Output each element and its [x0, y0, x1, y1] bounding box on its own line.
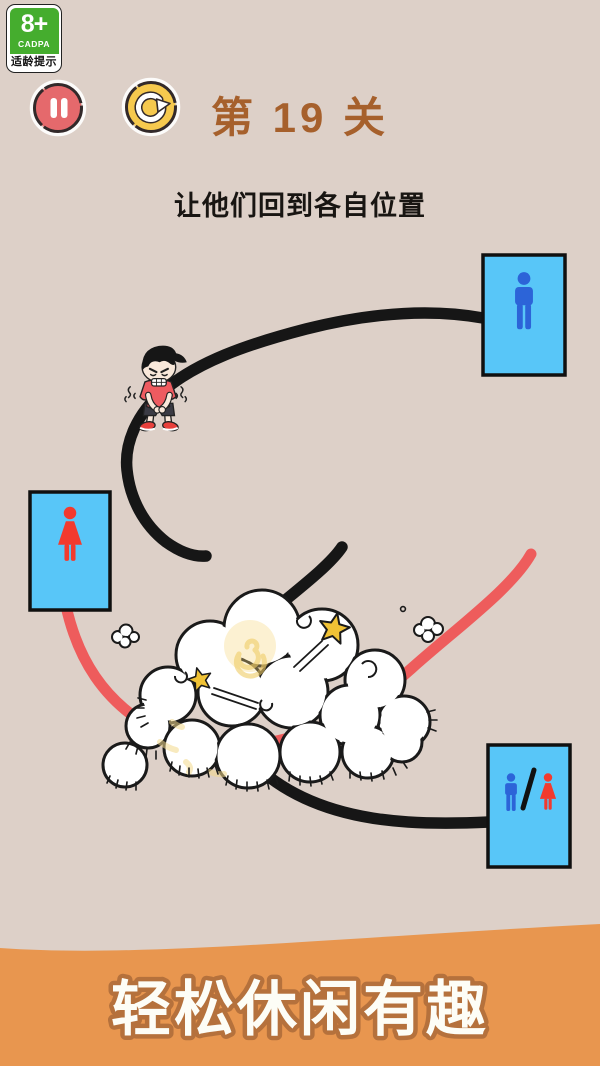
drawn-line-black-bottom	[246, 756, 495, 829]
age-rating-badge: 8+ CADPA 适龄提示	[6, 4, 62, 73]
drawn-line-red	[60, 548, 537, 752]
level-title: 第 19 关	[210, 94, 390, 141]
womens-room-sign	[28, 490, 112, 612]
male-female-icon	[505, 767, 557, 811]
topbar	[29, 77, 181, 137]
slogan-text: 轻松休闲有趣	[111, 976, 489, 1043]
age-rating-org: CADPA	[17, 39, 51, 50]
drawn-line-black-short	[277, 541, 348, 608]
dust-puff-right	[399, 605, 444, 643]
age-rating-green-panel: 8+ CADPA	[9, 7, 59, 54]
pause-button[interactable]	[29, 79, 87, 137]
shared-room-sign	[486, 743, 572, 869]
banner-background	[0, 924, 600, 1066]
fight-cloud	[101, 588, 438, 792]
restart-button[interactable]	[121, 77, 181, 137]
age-rating-value: 8+	[20, 10, 49, 39]
dust-puff-left	[111, 623, 140, 649]
age-rating-label: 适龄提示	[9, 53, 59, 70]
pause-icon	[50, 98, 68, 118]
mens-room-sign	[481, 253, 567, 377]
instruction-text: 让他们回到各自位置	[174, 191, 426, 221]
restart-icon	[134, 91, 171, 124]
boy-character[interactable]	[124, 345, 188, 432]
